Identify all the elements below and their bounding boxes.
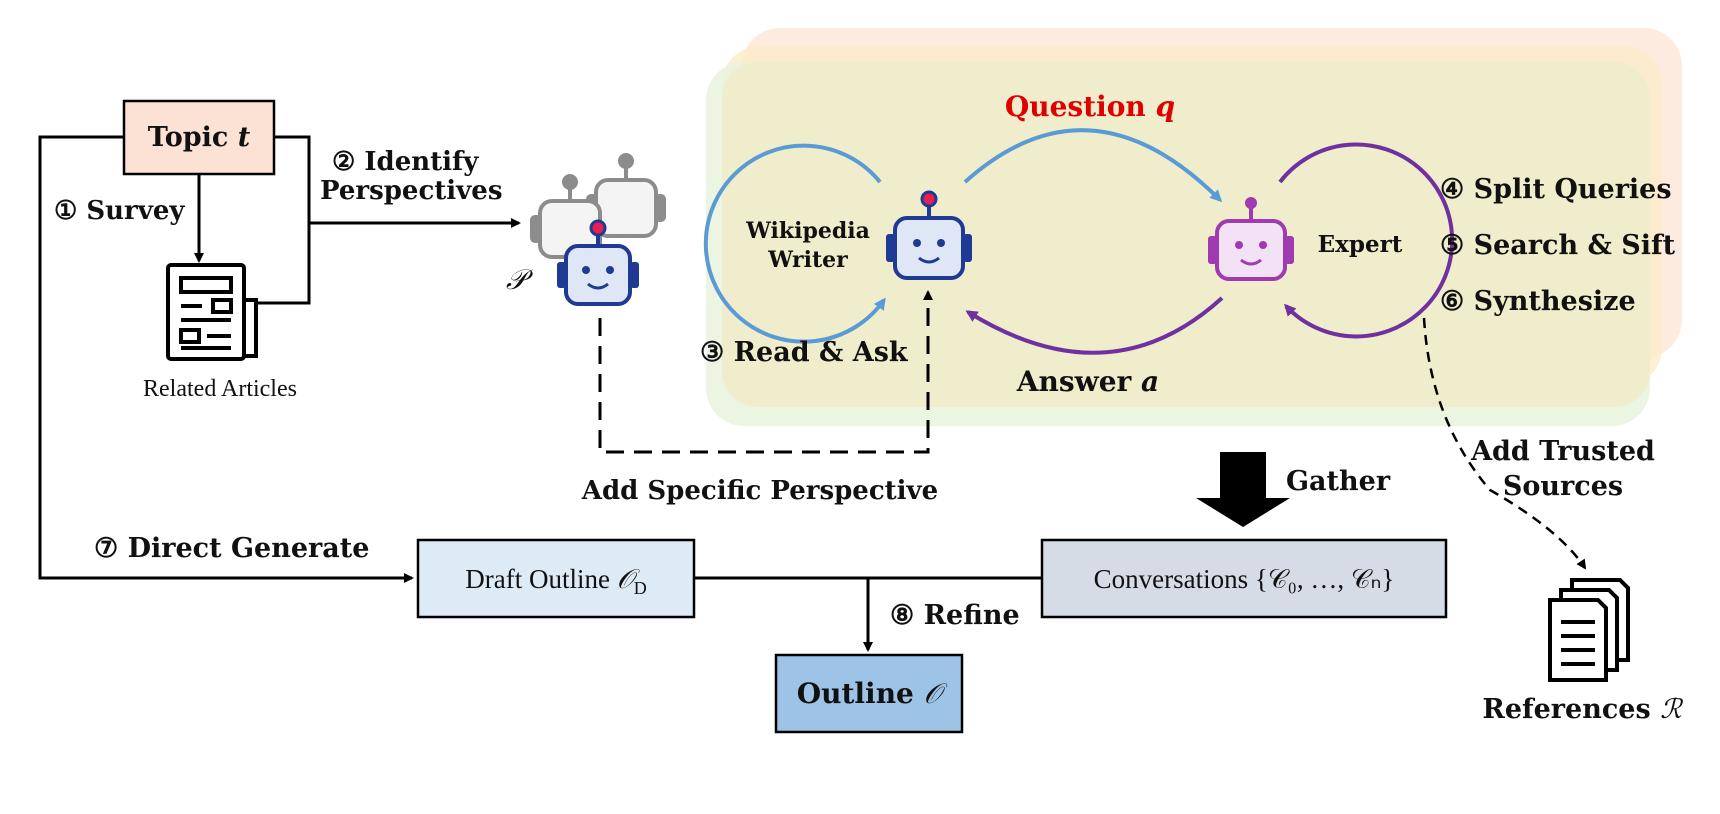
add-trusted-sources-connector xyxy=(1422,317,1587,570)
robot-icon-expert xyxy=(1208,197,1294,281)
add-trusted-line2: Sources xyxy=(1503,471,1623,502)
perspectives-symbol: 𝒫 xyxy=(506,263,534,296)
draft-outline-label: Draft Outline xyxy=(465,564,610,594)
step-identify-line2: Perspectives xyxy=(320,176,502,206)
conversation-panel-stack xyxy=(706,28,1682,426)
panel-highlight xyxy=(722,62,1650,407)
step-direct-generate: ⑦ Direct Generate xyxy=(94,533,369,564)
draft-outline-box: Draft Outline 𝒪D xyxy=(416,538,696,619)
svg-text:Topic t: Topic t xyxy=(148,122,251,153)
topic-var: t xyxy=(238,122,251,153)
step-split-queries: ④ Split Queries xyxy=(1440,174,1672,205)
ghost-robot-back xyxy=(586,153,666,238)
svg-text:Draft Outline 𝒪D: Draft Outline 𝒪D xyxy=(465,564,646,598)
refine-connectors xyxy=(694,576,1042,652)
gather-arrow-icon xyxy=(1196,452,1290,527)
step-identify-line1: ② Identify xyxy=(332,147,479,177)
expert-label: Expert xyxy=(1318,231,1403,258)
add-trusted-line1: Add Trusted xyxy=(1470,436,1655,467)
topic-label: Topic xyxy=(148,122,229,153)
question-label: Question q xyxy=(1005,90,1175,123)
documents-icon xyxy=(1548,578,1630,682)
answer-label: Answer a xyxy=(1016,365,1159,398)
expert-loop-arc xyxy=(1278,142,1455,339)
add-specific-perspective-label: Add Specific Perspective xyxy=(581,476,938,506)
topic-box: Topic t xyxy=(122,99,276,176)
writer-label-line1: Wikipedia xyxy=(745,218,870,244)
step-search-sift: ⑤ Search & Sift xyxy=(1440,230,1676,261)
topic-connectors xyxy=(38,135,521,583)
step-refine: ⑧ Refine xyxy=(890,600,1020,631)
references-label: References ℛ xyxy=(1482,694,1684,725)
draft-outline-sub: D xyxy=(634,578,647,598)
step-synthesize: ⑥ Synthesize xyxy=(1440,286,1636,317)
robot-icon-perspective xyxy=(557,219,639,306)
writer-loop-arc xyxy=(703,143,886,344)
gather-label: Gather xyxy=(1286,466,1391,497)
conversations-label: Conversations {𝒞₀, …, 𝒞ₙ} xyxy=(1094,564,1395,594)
direct-generate-connector xyxy=(38,135,414,583)
robot-icon-writer xyxy=(886,190,972,280)
writer-label-line2: Writer xyxy=(767,247,848,273)
outline-label: Outline xyxy=(797,677,914,710)
newspaper-icon xyxy=(166,263,258,361)
step-survey: ① Survey xyxy=(54,196,185,226)
outline-box: Outline 𝒪 xyxy=(774,653,964,734)
perspectives-robots xyxy=(530,153,666,306)
related-articles-label: Related Articles xyxy=(143,376,297,402)
conversations-box: Conversations {𝒞₀, …, 𝒞ₙ} xyxy=(1040,538,1448,619)
question-arc xyxy=(963,128,1223,203)
answer-arc xyxy=(965,296,1224,355)
svg-text:Outline 𝒪: Outline 𝒪 xyxy=(797,677,948,710)
step-read-ask: ③ Read & Ask xyxy=(700,337,909,368)
articles-return-connector xyxy=(258,135,311,305)
add-specific-perspective-connector xyxy=(598,290,933,454)
